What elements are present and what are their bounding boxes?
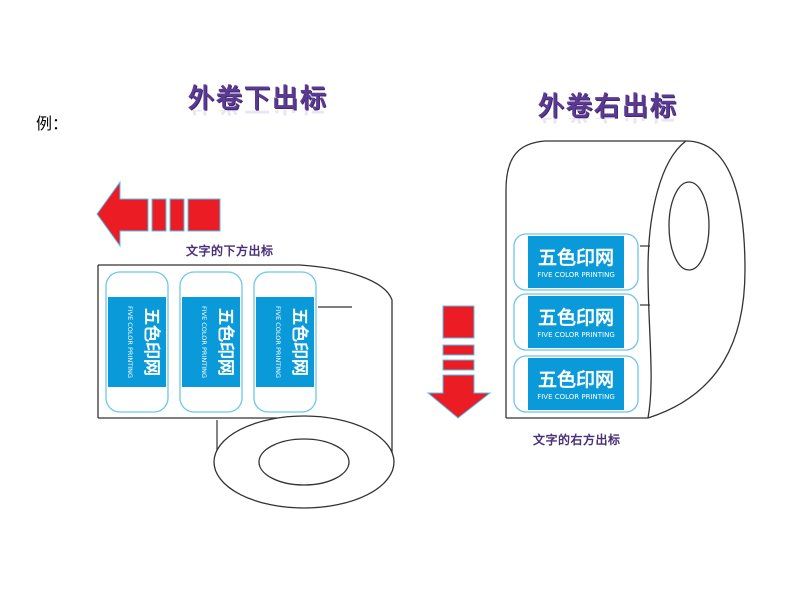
left-roll-body (98, 264, 393, 460)
left-diagram-title: 外卷下出标 (188, 84, 329, 114)
label-brand-en: FIVE COLOR PRINTING (274, 306, 282, 378)
label-blue-area (528, 236, 624, 288)
label-sticker: 五色印网 FIVE COLOR PRINTING (513, 355, 639, 413)
right-roll-core-ellipse (668, 181, 710, 271)
label-blue-area (108, 297, 166, 387)
left-diagram-caption: 文字的下方出标 (186, 244, 274, 258)
label-brand-cn: 五色印网 (141, 308, 162, 376)
label-sticker: 五色印网 FIVE COLOR PRINTING (105, 271, 169, 413)
left-arrow-icon (96, 180, 221, 248)
label-brand-en: FIVE COLOR PRINTING (200, 306, 208, 378)
down-arrow-icon (426, 305, 492, 419)
right-diagram-caption: 文字的右方出标 (533, 433, 621, 447)
right-diagram-title: 外卷右出标 (538, 92, 679, 122)
label-brand-cn: 五色印网 (538, 368, 614, 391)
label-brand-cn: 五色印网 (538, 306, 614, 329)
label-sticker: 五色印网 FIVE COLOR PRINTING (513, 233, 639, 291)
left-labels: 五色印网 FIVE COLOR PRINTING 五色印网 FIVE COLOR PR… (105, 271, 317, 413)
label-sticker: 五色印网 FIVE COLOR PRINTING (513, 293, 639, 351)
right-roll (505, 140, 746, 419)
label-sticker: 五色印网 FIVE COLOR PRINTING (253, 271, 317, 413)
label-brand-cn: 五色印网 (289, 308, 310, 376)
right-labels: 五色印网 FIVE COLOR PRINTING 五色印网 FIVE COLOR PR… (513, 233, 639, 413)
label-blue-area (256, 297, 314, 387)
label-blue-area (528, 358, 624, 410)
left-roll (97, 264, 395, 509)
right-roll-body (505, 140, 686, 418)
label-brand-cn: 五色印网 (538, 246, 614, 269)
label-blue-area (182, 297, 240, 387)
right-roll-end-face-inner (647, 140, 687, 419)
label-sticker: 五色印网 FIVE COLOR PRINTING (179, 271, 243, 413)
right-roll-end-face (647, 140, 746, 419)
label-brand-en: FIVE COLOR PRINTING (537, 271, 615, 279)
label-brand-en: FIVE COLOR PRINTING (126, 306, 134, 378)
label-brand-en: FIVE COLOR PRINTING (537, 331, 615, 339)
label-blue-area (528, 296, 624, 348)
left-roll-core-ellipse (258, 438, 350, 486)
example-label: 例： (36, 114, 69, 133)
label-brand-en: FIVE COLOR PRINTING (537, 393, 615, 401)
label-brand-cn: 五色印网 (215, 308, 236, 376)
